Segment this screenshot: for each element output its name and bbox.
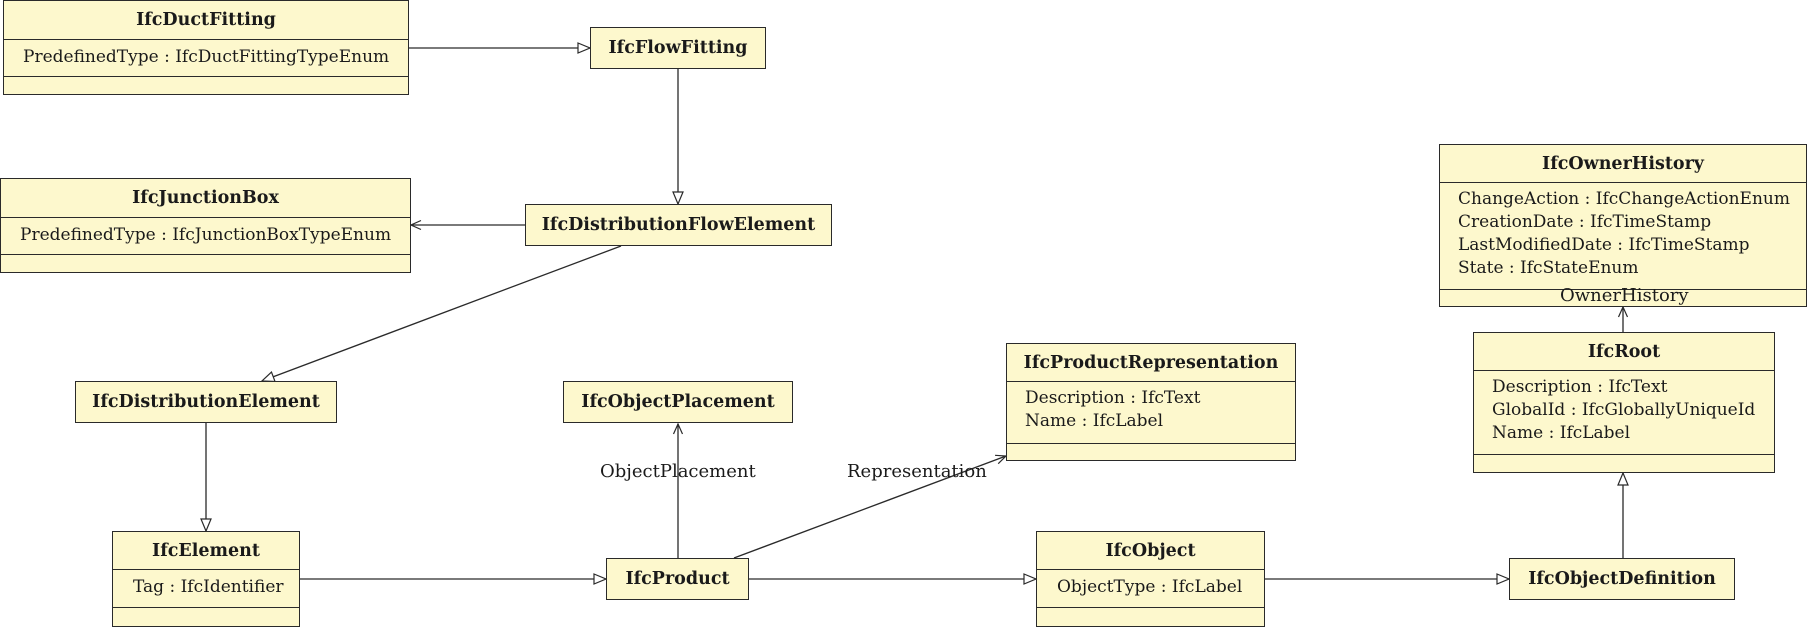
class-name: IfcDistributionElement: [92, 392, 320, 412]
class-attributes: Description : IfcText Name : IfcLabel: [1007, 381, 1295, 443]
class-ifcobjectdefinition[interactable]: IfcObjectDefinition: [1509, 558, 1735, 600]
class-operations: [1440, 289, 1806, 306]
attribute: CreationDate : IfcTimeStamp: [1458, 212, 1712, 232]
class-name: IfcObjectDefinition: [1528, 569, 1716, 589]
attribute: PredefinedType : IfcJunctionBoxTypeEnum: [20, 225, 392, 245]
attribute: PredefinedType : IfcDuctFittingTypeEnum: [23, 47, 390, 67]
attribute: GlobalId : IfcGloballyUniqueId: [1492, 400, 1756, 420]
generalization-distflowelement-distelement: [262, 245, 622, 381]
attribute: Tag : IfcIdentifier: [133, 577, 284, 597]
class-name: IfcProduct: [625, 569, 730, 589]
attribute: Name : IfcLabel: [1025, 411, 1164, 431]
class-ifcproduct[interactable]: IfcProduct: [606, 558, 749, 600]
attribute: State : IfcStateEnum: [1458, 258, 1639, 278]
association-label-objectplacement: ObjectPlacement: [600, 461, 756, 482]
class-name: IfcFlowFitting: [608, 38, 748, 58]
class-attributes: Tag : IfcIdentifier: [113, 569, 299, 607]
class-ifcroot[interactable]: IfcRoot Description : IfcText GlobalId :…: [1473, 332, 1775, 473]
class-ifcobjectplacement[interactable]: IfcObjectPlacement: [563, 381, 793, 423]
class-name: IfcOwnerHistory: [1542, 153, 1704, 174]
class-name: IfcDuctFitting: [136, 10, 276, 30]
class-operations: [1474, 454, 1774, 471]
class-ifcdistributionflowelement[interactable]: IfcDistributionFlowElement: [525, 204, 832, 246]
attribute: Description : IfcText: [1025, 388, 1201, 408]
class-operations: [4, 76, 408, 94]
attribute: Name : IfcLabel: [1492, 423, 1631, 443]
class-name: IfcObjectPlacement: [581, 392, 775, 412]
attribute: ChangeAction : IfcChangeActionEnum: [1458, 189, 1790, 209]
class-ifcownerhistory[interactable]: IfcOwnerHistory ChangeAction : IfcChange…: [1439, 144, 1807, 307]
association-product-representation: [733, 456, 1006, 559]
class-ifcjunctionbox[interactable]: IfcJunctionBox PredefinedType : IfcJunct…: [0, 178, 411, 273]
class-ifcelement[interactable]: IfcElement Tag : IfcIdentifier: [112, 531, 300, 627]
class-attributes: Description : IfcText GlobalId : IfcGlob…: [1474, 370, 1774, 454]
association-label-ownerhistory: OwnerHistory: [1560, 285, 1689, 306]
class-attributes: PredefinedType : IfcJunctionBoxTypeEnum: [1, 217, 410, 254]
class-ifcobject[interactable]: IfcObject ObjectType : IfcLabel: [1036, 531, 1265, 627]
class-operations: [1, 254, 410, 272]
class-ifcdistributionelement[interactable]: IfcDistributionElement: [75, 381, 337, 423]
attribute: Description : IfcText: [1492, 377, 1668, 397]
class-operations: [1007, 443, 1295, 460]
attribute: LastModifiedDate : IfcTimeStamp: [1458, 235, 1750, 255]
class-ifcflowfitting[interactable]: IfcFlowFitting: [590, 27, 766, 69]
class-ifcductfitting[interactable]: IfcDuctFitting PredefinedType : IfcDuctF…: [3, 0, 409, 95]
class-attributes: PredefinedType : IfcDuctFittingTypeEnum: [4, 39, 408, 76]
class-operations: [113, 607, 299, 626]
class-name: IfcProductRepresentation: [1023, 352, 1279, 373]
association-label-representation: Representation: [847, 461, 987, 482]
attribute: ObjectType : IfcLabel: [1057, 577, 1243, 597]
class-attributes: ObjectType : IfcLabel: [1037, 569, 1264, 607]
class-attributes: ChangeAction : IfcChangeActionEnum Creat…: [1440, 182, 1806, 289]
class-name: IfcRoot: [1587, 341, 1661, 362]
class-name: IfcDistributionFlowElement: [541, 215, 816, 235]
class-name: IfcJunctionBox: [132, 188, 279, 208]
class-operations: [1037, 607, 1264, 626]
class-name: IfcObject: [1105, 540, 1196, 561]
class-ifcproductrepresentation[interactable]: IfcProductRepresentation Description : I…: [1006, 343, 1296, 461]
class-name: IfcElement: [152, 540, 260, 561]
